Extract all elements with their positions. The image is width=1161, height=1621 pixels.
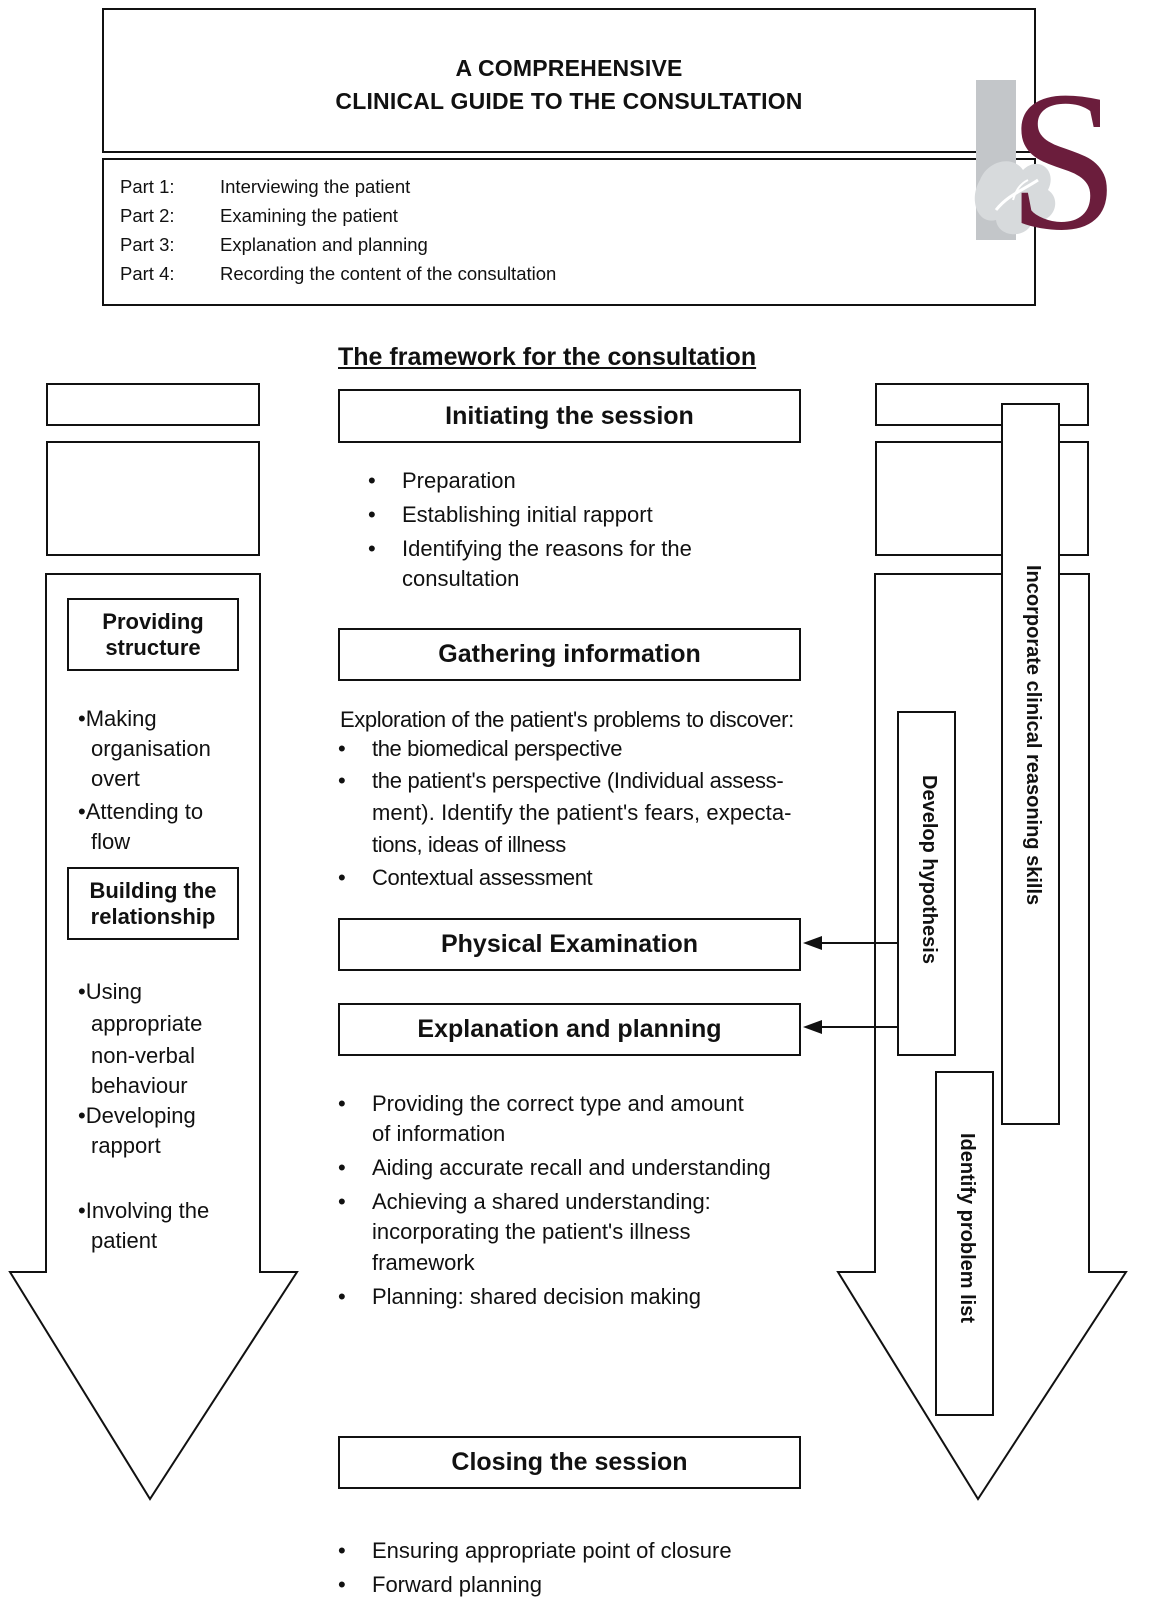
clinical-reasoning-bar: Incorporate clinical reasoning skills (1001, 403, 1060, 1125)
relationship-item-cont: appropriate (91, 1011, 203, 1036)
closing-bullet-text: Forward planning (372, 1572, 542, 1597)
part-title: Recording the content of the consultatio… (220, 263, 557, 284)
gathering-bullet-text: the patient's perspective (Individual as… (372, 768, 784, 793)
gathering-bullet-cont: ment). Identify the patient's fears, exp… (372, 800, 792, 825)
left-down-arrow (8, 573, 299, 1501)
gathering-bullet-text: the biomedical perspective (372, 736, 623, 761)
university-logo: S (968, 51, 1161, 272)
part-title: Explanation and planning (220, 234, 428, 255)
part-number: Part 4: (120, 263, 175, 284)
physical-examination-box: Physical Examination (338, 918, 801, 971)
structure-item-cont: flow (91, 829, 131, 854)
structure-item-cont: organisation (91, 736, 211, 761)
part-title: Examining the patient (220, 205, 398, 226)
relationship-item: •Using (78, 979, 142, 1004)
structure-item-cont: overt (91, 766, 140, 791)
building-relationship-line-1: Building the (89, 877, 217, 903)
parts-box: Part 1: Interviewing the patient Part 2:… (102, 158, 1036, 306)
building-relationship-box: Building the relationship (67, 867, 239, 940)
providing-structure-line-1: Providing (102, 608, 204, 634)
relationship-item-cont: patient (91, 1228, 158, 1253)
logo-graphic: S (974, 51, 1119, 272)
providing-structure-box: Providing structure (67, 598, 239, 671)
develop-hypothesis-bar: Develop hypothesis (897, 711, 956, 1056)
explanation-bullet-text: Achieving a shared understanding: (372, 1189, 711, 1214)
structure-item: •Attending to (78, 799, 204, 824)
hypothesis-connectors (803, 936, 897, 1034)
explanation-bullet-cont: incorporating the patient's illness (372, 1219, 691, 1244)
gathering-bullet-cont: tions, ideas of illness (372, 832, 566, 857)
title-box: A COMPREHENSIVE CLINICAL GUIDE TO THE CO… (102, 8, 1036, 153)
initiating-bullet-cont: consultation (402, 566, 520, 591)
explanation-bullet-text: Providing the correct type and amount (372, 1091, 744, 1116)
relationship-item-cont: non-verbal (91, 1043, 195, 1068)
gathering-information-box: Gathering information (338, 628, 801, 681)
connector-explanation-arrowhead (803, 1020, 822, 1034)
framework-heading: The framework for the consultation (338, 343, 757, 371)
part-number: Part 1: (120, 176, 175, 197)
initiating-bullet-text: Preparation (402, 468, 516, 493)
connector-physical-arrowhead (803, 936, 822, 950)
relationship-item-text: Using (85, 979, 142, 1004)
part-title: Interviewing the patient (220, 176, 411, 197)
problem-list-bar: Identify problem list (935, 1071, 994, 1416)
clinical-reasoning-label: Incorporate clinical reasoning skills (1022, 565, 1044, 906)
closing-bullet-text: Ensuring appropriate point of closure (372, 1538, 732, 1563)
part-number: Part 3: (120, 234, 175, 255)
title-line-2: CLINICAL GUIDE TO THE CONSULTATION (335, 88, 803, 114)
title-line-1: A COMPREHENSIVE (455, 55, 683, 81)
explanation-planning-box: Explanation and planning (338, 1003, 801, 1056)
initiating-session-box: Initiating the session (338, 389, 801, 443)
left-top-box-2 (46, 441, 260, 556)
relationship-item-cont: rapport (91, 1133, 161, 1158)
gathering-bullet-text: Contextual assessment (372, 865, 593, 890)
problem-list-label: Identify problem list (956, 1133, 978, 1324)
develop-hypothesis-label: Develop hypothesis (918, 775, 940, 964)
relationship-item-cont: behaviour (91, 1073, 188, 1098)
building-relationship-line-2: relationship (90, 903, 216, 929)
part-number: Part 2: (120, 205, 175, 226)
initiating-bullet-text: Identifying the reasons for the (402, 536, 692, 561)
explanation-bullet-cont: framework (372, 1250, 475, 1275)
relationship-item: •Developing (78, 1103, 196, 1128)
providing-structure-line-2: structure (105, 634, 201, 660)
left-top-box-1 (46, 383, 260, 426)
structure-item-text: Attending to (85, 799, 204, 824)
explanation-bullet-cont: of information (372, 1121, 506, 1146)
explanation-bullet-text: Planning: shared decision making (372, 1284, 701, 1309)
initiating-bullet-text: Establishing initial rapport (402, 502, 653, 527)
explanation-bullet-text: Aiding accurate recall and understanding (372, 1155, 771, 1180)
relationship-item: •Involving the (78, 1198, 210, 1223)
structure-item: •Making (78, 706, 157, 731)
closing-session-box: Closing the session (338, 1436, 801, 1489)
structure-item-text: Making (85, 706, 157, 731)
relationship-item-text: Developing (85, 1103, 196, 1128)
gathering-intro: Exploration of the patient's problems to… (340, 707, 794, 732)
logo-letter: S (1008, 60, 1119, 260)
relationship-item-text: Involving the (85, 1198, 210, 1223)
